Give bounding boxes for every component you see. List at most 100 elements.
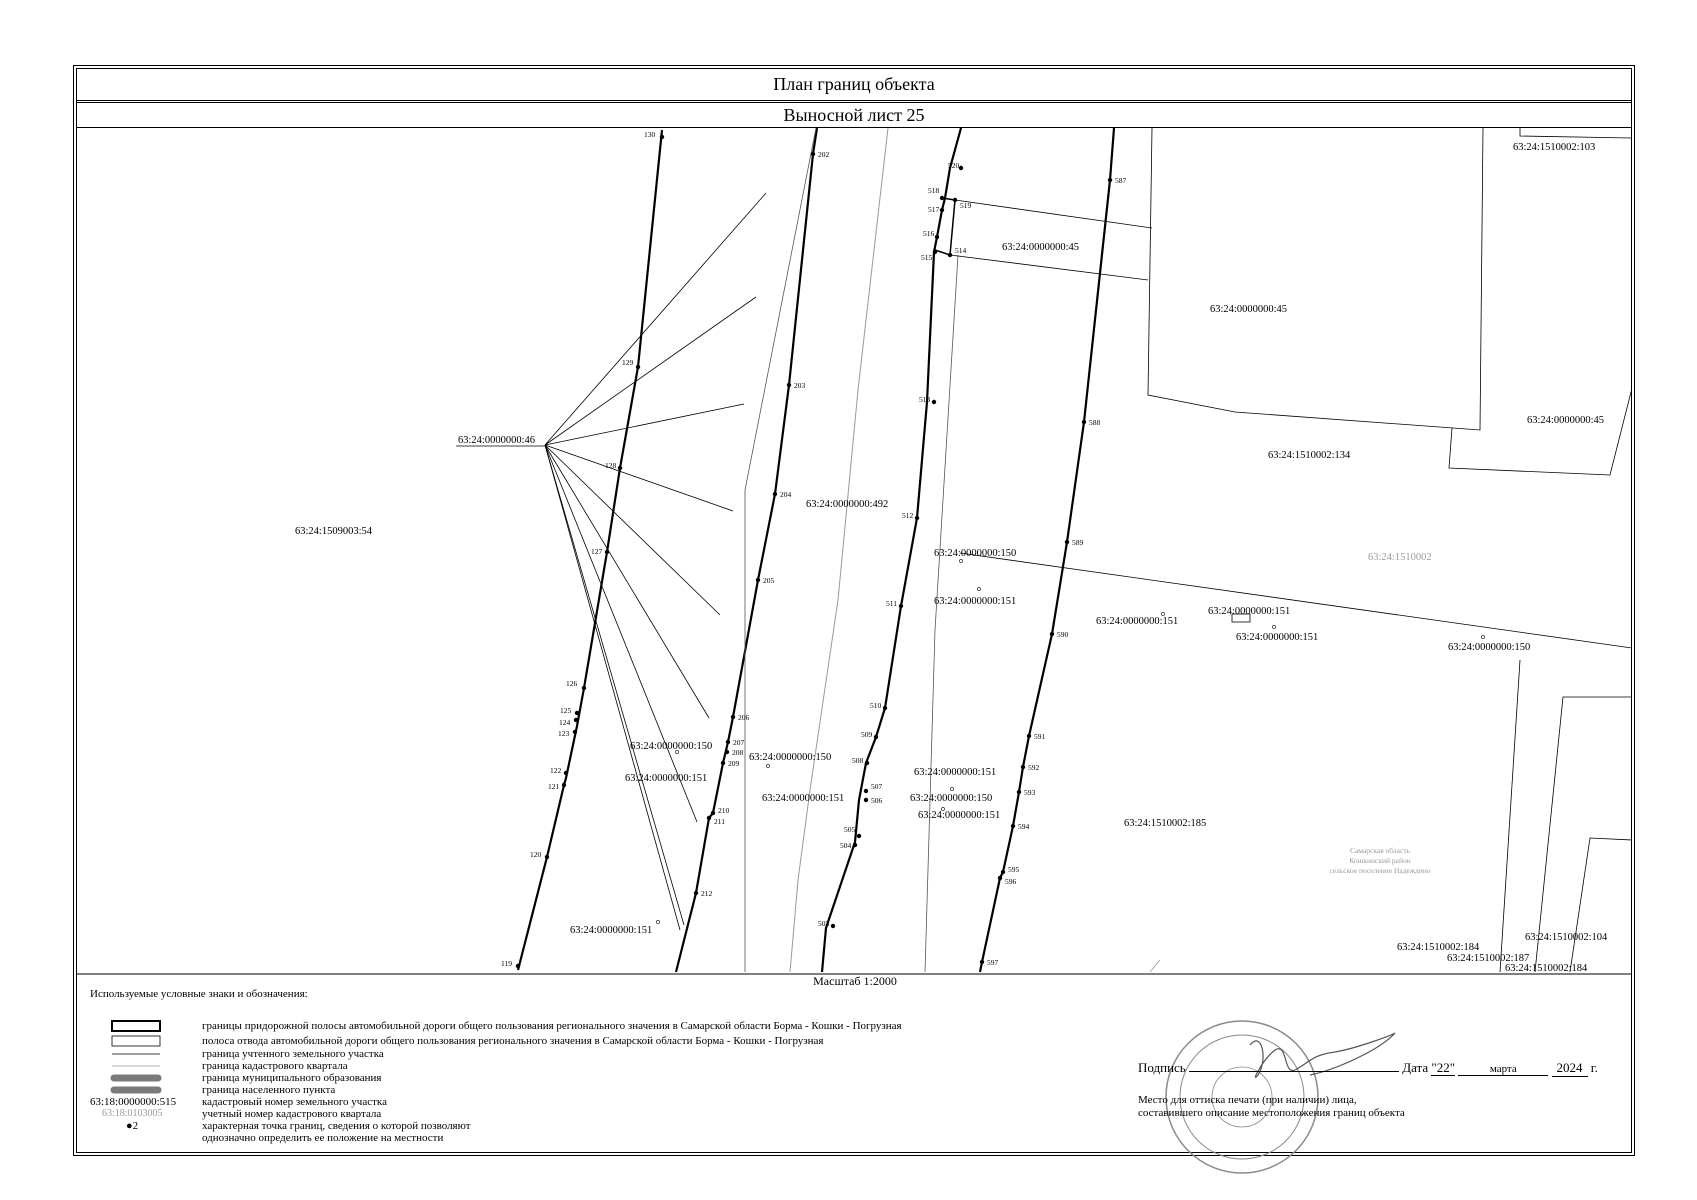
boundary-point-label: 202 (818, 150, 830, 159)
boundary-point-label: 518 (928, 186, 940, 195)
parcel-150-line (959, 552, 1631, 649)
parcel-104 (1569, 837, 1631, 973)
boundary-point (979, 959, 985, 965)
boundary-point-label: 591 (1034, 732, 1046, 741)
parcel-label: 63:24:1510002:134 (1268, 450, 1351, 461)
boundary-point (1107, 177, 1113, 183)
boundary-point (635, 364, 641, 370)
boundary-point-label: 519 (960, 201, 972, 210)
boundary-point (659, 134, 665, 140)
boundary-point-label: 508 (852, 756, 864, 765)
boundary-point (561, 782, 567, 788)
parcel-labels: 63:24:1509003:54 63:24:0000000:46 63:24:00… (295, 142, 1608, 974)
date-year-suffix: г. (1590, 1060, 1598, 1075)
boundary-point (1010, 823, 1016, 829)
parcel-label: 63:24:1510002:184 (1397, 942, 1480, 953)
boundary-point (581, 685, 587, 691)
boundary-point (952, 197, 958, 203)
boundary-point (572, 729, 578, 735)
parcel-label: 63:24:0000000:151 (934, 596, 1016, 607)
boundary-point (1081, 419, 1087, 425)
cadastral-line-left (744, 128, 817, 972)
boundary-point-label: 130 (644, 130, 656, 139)
sign-label: Подпись (1138, 1060, 1186, 1075)
boundary-point (914, 515, 920, 521)
parcel-marker (1481, 635, 1485, 639)
boundary-point-label: 208 (732, 748, 744, 757)
date-day: "22" (1431, 1060, 1456, 1076)
boundary-point (1064, 539, 1070, 545)
boundary-point-label: 211 (714, 817, 725, 826)
parcel-label: 63:24:1509003:54 (295, 526, 373, 537)
boundary-point-label: 596 (1005, 877, 1017, 886)
parcel-marker (766, 764, 770, 768)
boundary-point-label: 209 (728, 759, 740, 768)
parcel-184 (1499, 659, 1521, 973)
quarter-boundary-center (789, 128, 889, 973)
parcel-103 (1519, 128, 1631, 139)
boundary-point (863, 797, 869, 803)
parcel-label: 63:24:0000000:151 (570, 925, 652, 936)
boundary-point (882, 705, 888, 711)
boundary-point-label: 595 (1008, 865, 1020, 874)
parcel-label: 63:24:0000000:150 (910, 793, 992, 804)
boundary-point (693, 890, 699, 896)
parcel-label: 63:24:0000000:45 (1527, 415, 1604, 426)
parcel-label: 63:24:0000000:150 (749, 752, 831, 763)
boundary-point-label: 126 (566, 679, 578, 688)
boundary-point-label: 592 (1028, 763, 1040, 772)
boundary-point (617, 465, 623, 471)
boundary-point (724, 749, 730, 755)
boundary-point (515, 963, 521, 969)
boundary-point-label: 120 (530, 850, 542, 859)
boundary-point (720, 760, 726, 766)
boundary-point (1020, 764, 1026, 770)
boundary-point (931, 399, 937, 405)
boundary-point-label: 512 (902, 511, 914, 520)
boundary-point-label: 119 (501, 959, 512, 968)
boundary-point-label: 589 (1072, 538, 1084, 547)
boundary-point-label: 516 (923, 229, 935, 238)
parcel-marker (959, 559, 963, 563)
boundary-point (939, 207, 945, 213)
page-title: План границ объекта (76, 68, 1632, 101)
boundary-point (786, 382, 792, 388)
parcel-label: 63:24:1510002:185 (1124, 818, 1206, 829)
boundary-point (604, 549, 610, 555)
boundary-point-label: 593 (1024, 788, 1036, 797)
parcel-label: 63:24:0000000:151 (625, 773, 707, 784)
boundary-point-label: 125 (560, 706, 572, 715)
boundary-point (932, 249, 938, 255)
boundary-point-label: 507 (871, 782, 883, 791)
date-year: 2024 (1551, 1060, 1588, 1077)
boundary-point (563, 770, 569, 776)
parcel-label: 63:24:0000000:150 (630, 741, 712, 752)
parcel-label: 63:24:0000000:151 (914, 767, 996, 778)
right-of-way-boundary-left-inner (674, 128, 819, 973)
boundary-point-label: 509 (861, 730, 873, 739)
boundary-point-label: 587 (1115, 176, 1127, 185)
leader-lines-46 (544, 192, 767, 931)
parcel-label: 63:24:0000000:151 (1208, 606, 1290, 617)
boundary-point-label: 129 (622, 358, 634, 367)
parcel-notch (934, 197, 956, 257)
outer-frame (73, 65, 1635, 1156)
boundary-point (863, 788, 869, 794)
parcel-label: 63:24:0000000:151 (1236, 632, 1318, 643)
boundary-point (864, 760, 870, 766)
parcel-marker (950, 787, 954, 791)
boundary-point (544, 854, 550, 860)
boundary-point-label: 590 (1057, 630, 1069, 639)
sheet-title: Выносной лист 25 (76, 102, 1632, 128)
boundary-point (710, 810, 716, 816)
boundary-point-label: 212 (701, 889, 713, 898)
date-label: Дата (1402, 1060, 1429, 1075)
boundary-point-label: 206 (738, 713, 750, 722)
boundary-point-label: 505 (844, 825, 856, 834)
svg-text:Кошкинский район: Кошкинский район (1349, 856, 1411, 865)
boundary-point-label: 594 (1018, 822, 1030, 831)
parcel-label: 63:24:0000000:46 (458, 435, 535, 446)
boundary-point (730, 714, 736, 720)
boundary-point (810, 151, 816, 157)
small-structure (1231, 613, 1251, 623)
